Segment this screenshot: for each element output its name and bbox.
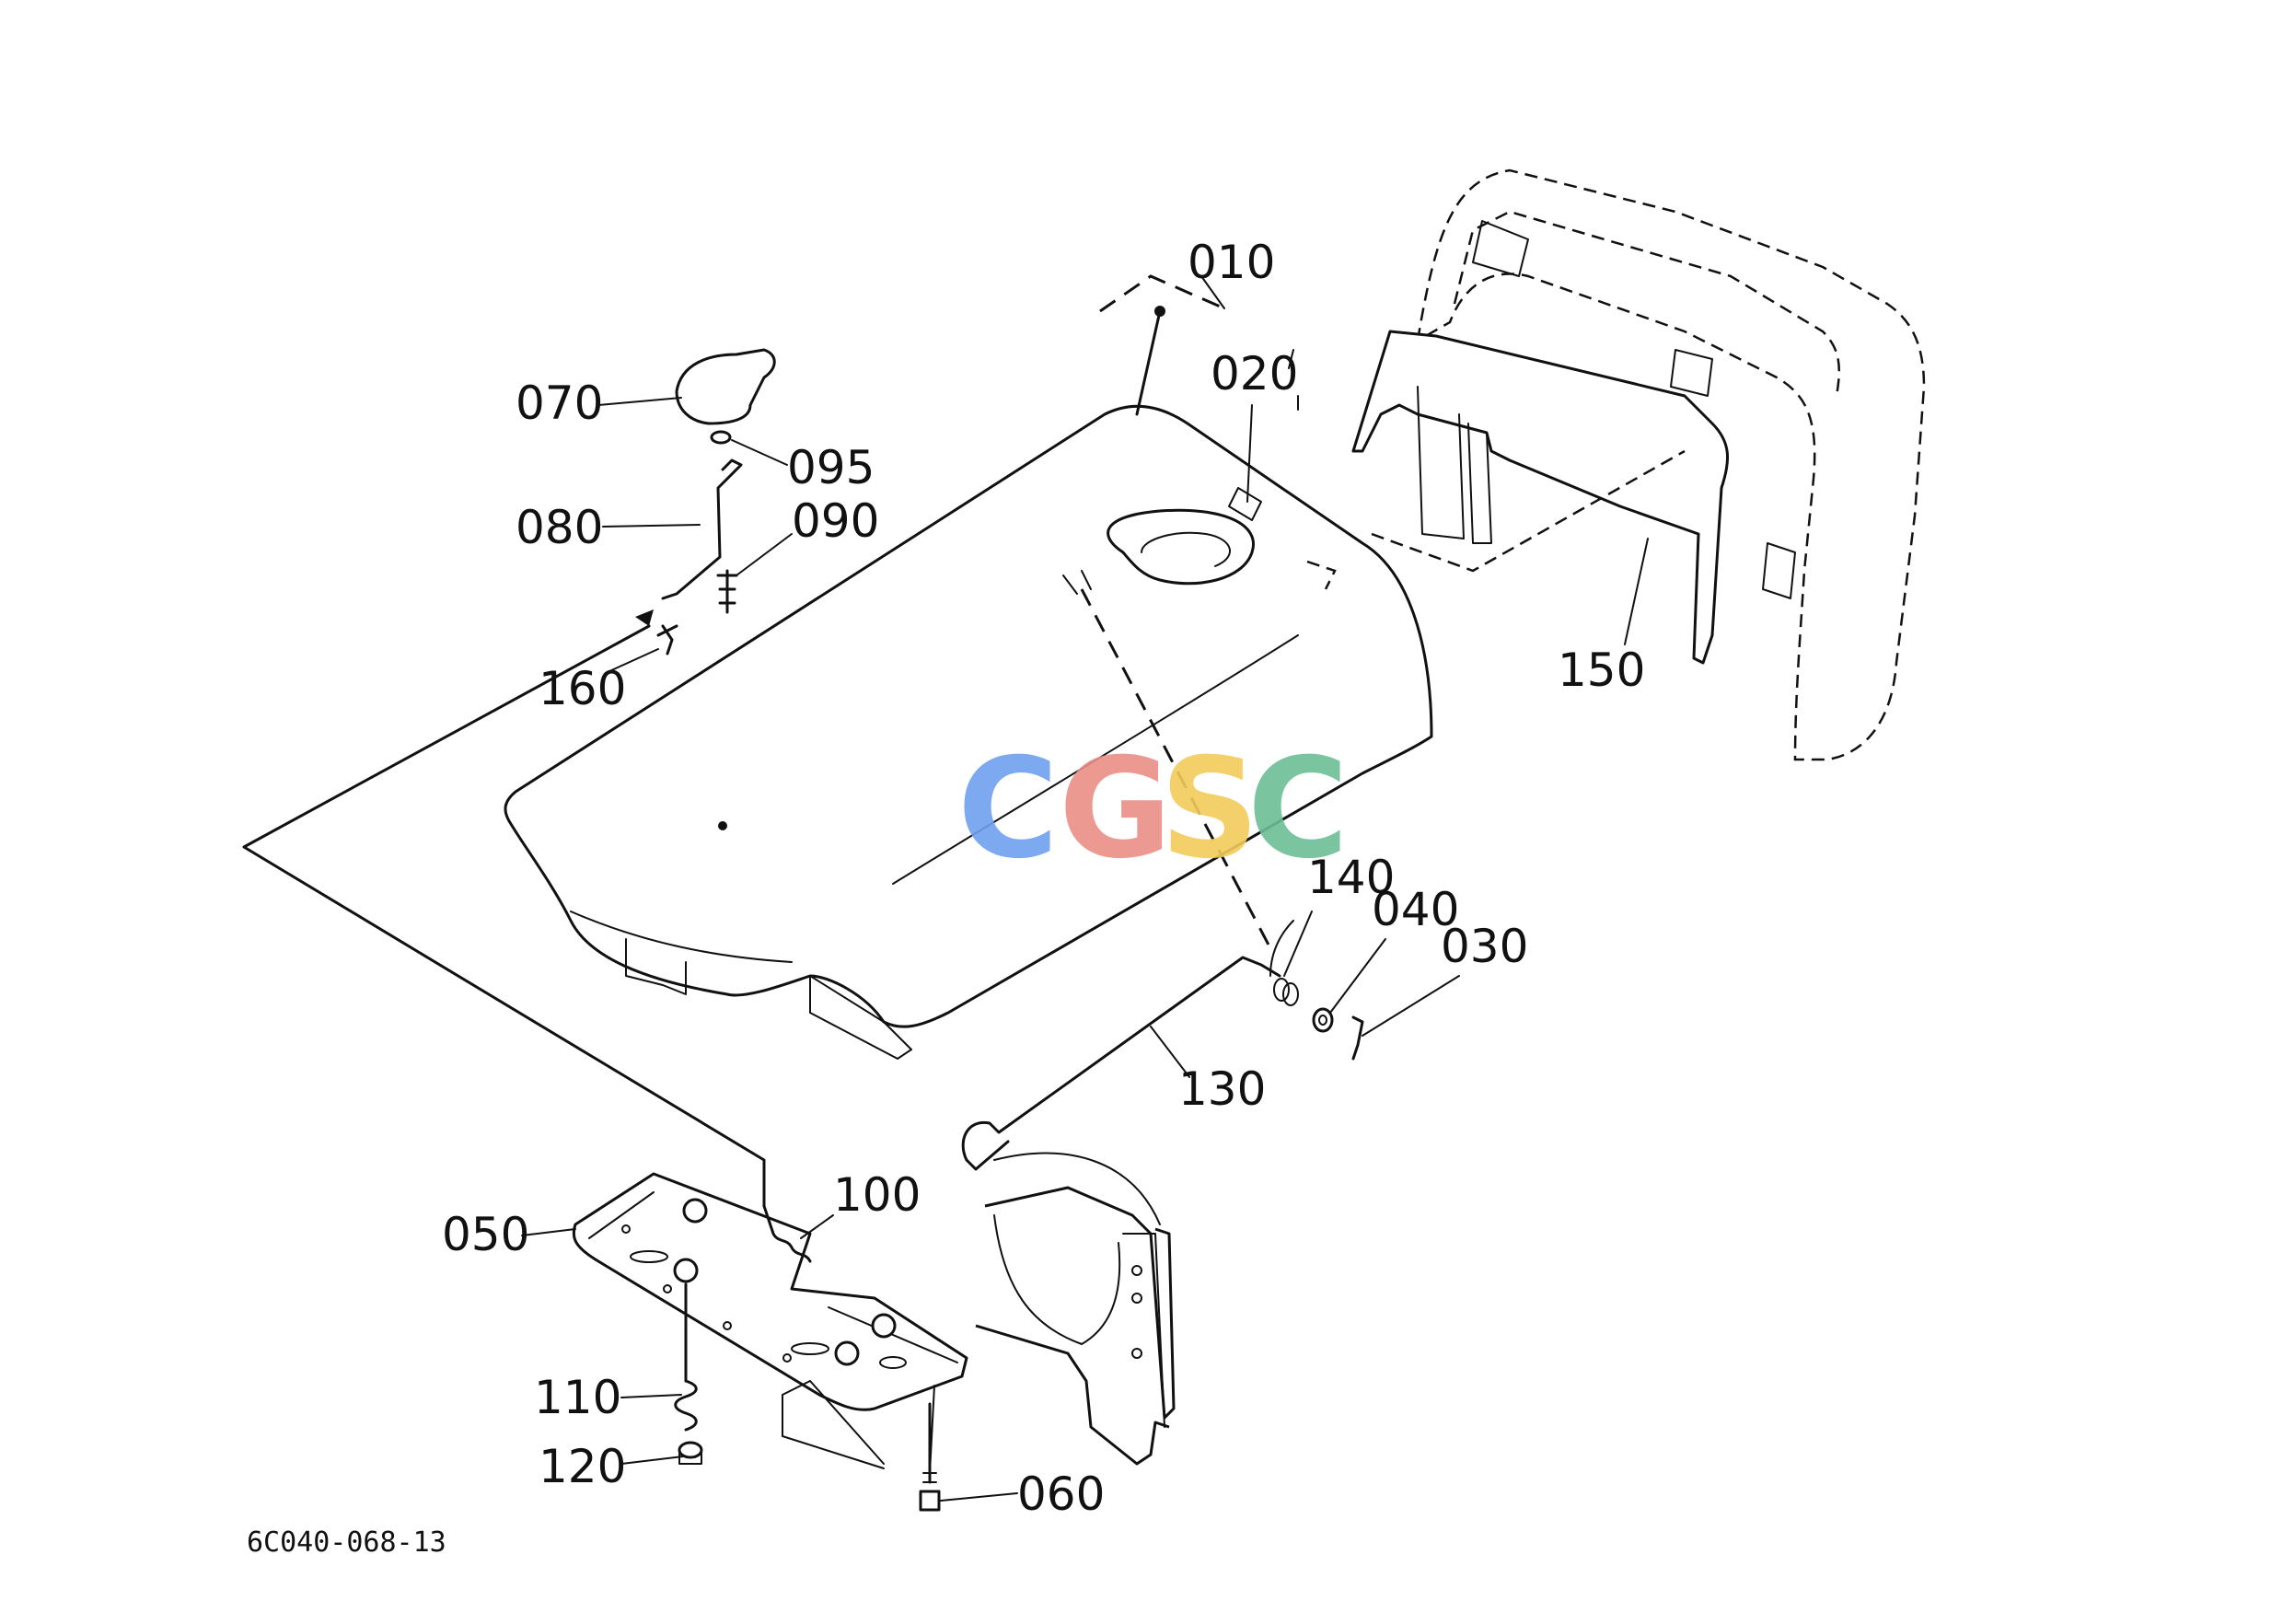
- bolt-090: [716, 569, 738, 614]
- drawing-code: 6C040-068-13: [247, 1526, 446, 1559]
- part-labels: 010 020 030 040 050 060 070 080 090 095 …: [442, 236, 1645, 1521]
- label-160: 160: [539, 662, 626, 715]
- label-150: 150: [1558, 644, 1645, 697]
- pivot-dash-010: [1099, 274, 1225, 313]
- watermark-letter-3: S: [1160, 729, 1259, 889]
- rops-frame-outline: [1416, 168, 1926, 761]
- nut-120: [678, 1441, 703, 1465]
- label-040: 040: [1372, 883, 1459, 936]
- label-020: 020: [1211, 347, 1298, 400]
- washer-040: [1312, 1007, 1334, 1033]
- pivot-dash-rod: [1080, 588, 1272, 949]
- washer-095: [710, 430, 732, 445]
- label-100: 100: [833, 1168, 921, 1222]
- spring-110: [674, 1379, 698, 1432]
- panel-150: [1351, 330, 1730, 665]
- seat-bracket: [975, 1152, 1176, 1466]
- leader-lines: [521, 275, 1649, 1502]
- label-070: 070: [516, 377, 603, 430]
- stay-rod-130: [961, 956, 1281, 1162]
- knob-070: [675, 348, 776, 445]
- assembly-line-left: [242, 624, 766, 1208]
- bolt-060: [919, 1402, 941, 1512]
- spring-140: [1269, 920, 1299, 1006]
- label-030: 030: [1441, 920, 1528, 973]
- rod-080: [661, 458, 743, 600]
- spring-100: [762, 1204, 812, 1263]
- label-095: 095: [787, 441, 875, 494]
- watermark-letter-2: G: [1059, 729, 1172, 889]
- leader-010-line: [1135, 309, 1162, 416]
- label-110: 110: [534, 1371, 621, 1424]
- label-120: 120: [539, 1440, 626, 1493]
- label-130: 130: [1178, 1062, 1266, 1116]
- watermark: C G S C: [957, 729, 1349, 889]
- watermark-letter-4: C: [1247, 729, 1349, 889]
- label-080: 080: [516, 501, 603, 554]
- label-050: 050: [442, 1208, 529, 1261]
- watermark-letter-1: C: [957, 729, 1059, 889]
- bonnet-010: [504, 306, 1433, 1060]
- pin-160: [656, 624, 678, 655]
- label-090: 090: [792, 494, 879, 548]
- label-010: 010: [1188, 236, 1275, 289]
- label-140: 140: [1307, 851, 1395, 904]
- pin-030: [1351, 1015, 1364, 1061]
- label-060: 060: [1017, 1467, 1105, 1521]
- base-plate-050: [572, 1172, 968, 1474]
